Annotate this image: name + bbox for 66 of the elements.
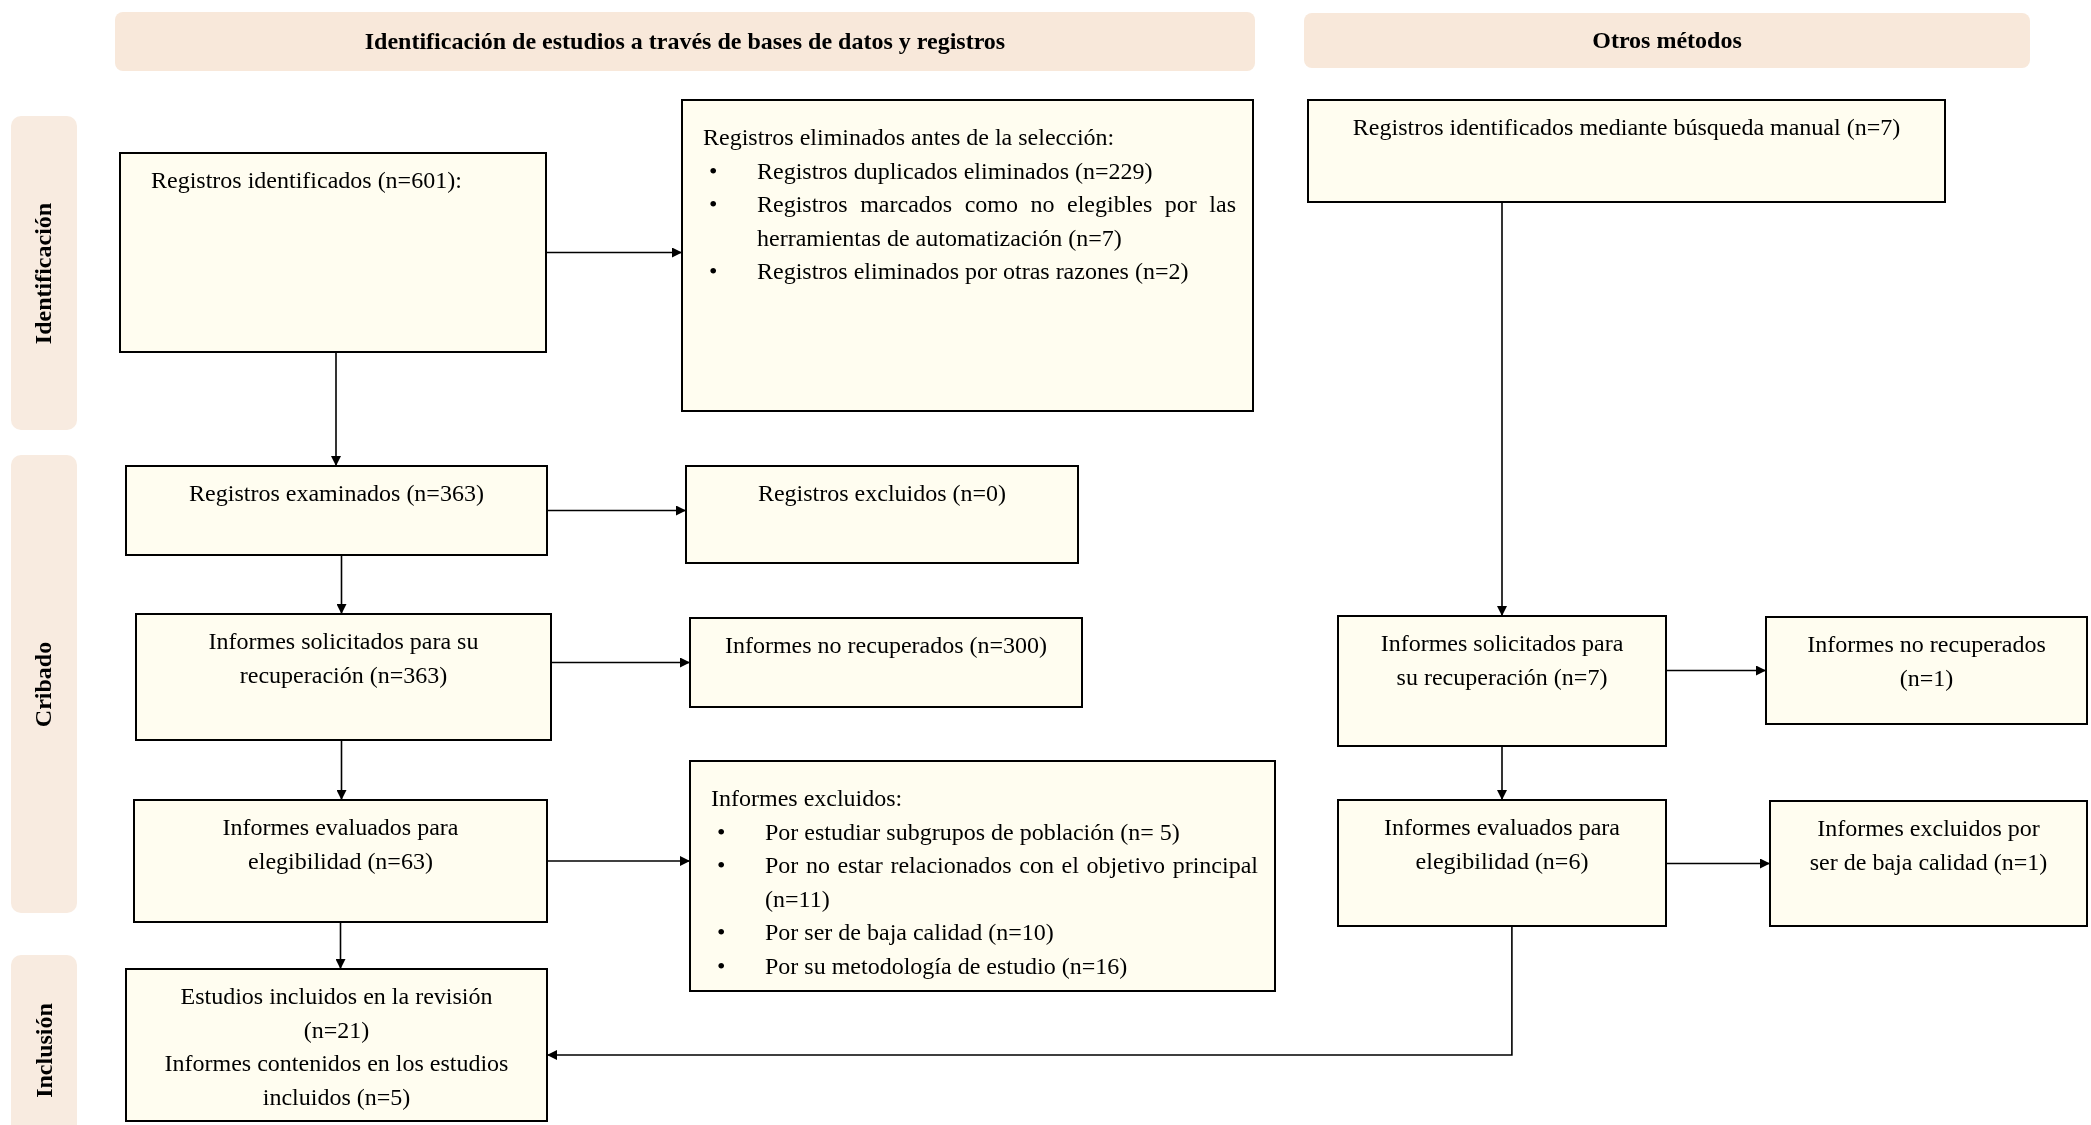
arrow (336, 555, 347, 614)
phase-label: Identificación (30, 202, 58, 344)
arrow (1497, 202, 1507, 616)
header-text: Otros métodos (1592, 27, 1742, 54)
box-text: Informes solicitados para su recuperación (n=7) (1379, 629, 1625, 692)
box-text: Estudios incluidos en la revisión (n=21) (179, 982, 494, 1045)
arrow (1666, 858, 1770, 869)
arrow (336, 740, 347, 800)
process-box (1307, 99, 1946, 203)
arrow (547, 926, 1513, 1060)
box-text: Informes contenidos en los estudios incluidos (n=5) (163, 1049, 510, 1112)
bullet-marker: • (717, 851, 727, 881)
arrow (551, 657, 690, 668)
process-box (1337, 615, 1667, 747)
box-text: Informes solicitados para su recuperación (n=363) (207, 627, 480, 690)
bullet-marker: • (709, 257, 719, 287)
bullet-item: Por ser de baja calidad (n=10) (765, 918, 1055, 948)
arrow (331, 352, 341, 466)
bullet-item: Registros eliminados por otras razones (n=2) (757, 257, 1190, 287)
process-box (1337, 799, 1667, 927)
arrow (335, 922, 346, 969)
phase-label: Cribado (30, 641, 58, 727)
arrow (546, 247, 682, 258)
process-box (1765, 616, 2088, 725)
arrow (1497, 746, 1507, 800)
phase-label: Inclusión (30, 1002, 58, 1098)
bullet-marker: • (717, 951, 727, 981)
section-header (115, 12, 1255, 71)
bullet-marker: • (717, 918, 727, 948)
box-text: Informes evaluados para elegibilidad (n=63) (221, 813, 460, 876)
box-text: Informes no recuperados (n=1) (1806, 630, 2047, 693)
bullet-item: Registros marcados como no elegibles por las herramientas de automatización (n=7) (757, 190, 1236, 253)
box-text: Registros eliminados antes de la selección: (703, 123, 1116, 152)
header-text: Identificación de estudios a través de bases de datos y registros (364, 28, 1006, 55)
process-box (685, 465, 1079, 564)
arrow (547, 856, 690, 866)
process-box (125, 968, 548, 1122)
box-text: Registros identificados mediante búsqueda manual (n=7) (1351, 113, 1902, 142)
bullet-item: Por estudiar subgrupos de población (n= 5) (765, 817, 1181, 847)
process-box (1769, 800, 2088, 927)
box-text: Registros identificados (n=601): (151, 166, 463, 195)
process-box (135, 613, 552, 741)
bullet-item: Registros duplicados eliminados (n=229) (757, 156, 1154, 186)
process-box (689, 617, 1083, 708)
process-box (133, 799, 548, 923)
box-text: Informes no recuperados (n=300) (723, 631, 1049, 660)
bullet-marker: • (709, 156, 719, 186)
section-header (1304, 13, 2030, 68)
process-box (125, 465, 548, 556)
box-text: Informes excluidos: (711, 784, 904, 813)
phase-band (11, 116, 77, 430)
bullet-marker: • (717, 817, 727, 847)
arrow (1666, 665, 1766, 676)
box-text: Informes excluidos por ser de baja calidad (n=1) (1808, 814, 2049, 877)
bullet-item: Por su metodología de estudio (n=16) (765, 951, 1129, 981)
bullet-item: Por no estar relacionados con el objetivo principal (n=11) (765, 851, 1258, 914)
box-text: Registros examinados (n=363) (188, 479, 485, 508)
arrow (547, 505, 686, 516)
process-box (119, 152, 547, 353)
phase-band (11, 455, 77, 913)
box-text: Registros excluidos (n=0) (756, 479, 1008, 508)
process-box (689, 760, 1276, 992)
process-box (681, 99, 1254, 412)
phase-band (11, 955, 77, 1125)
bullet-marker: • (709, 190, 719, 220)
box-text: Informes evaluados para elegibilidad (n=6) (1383, 813, 1621, 876)
